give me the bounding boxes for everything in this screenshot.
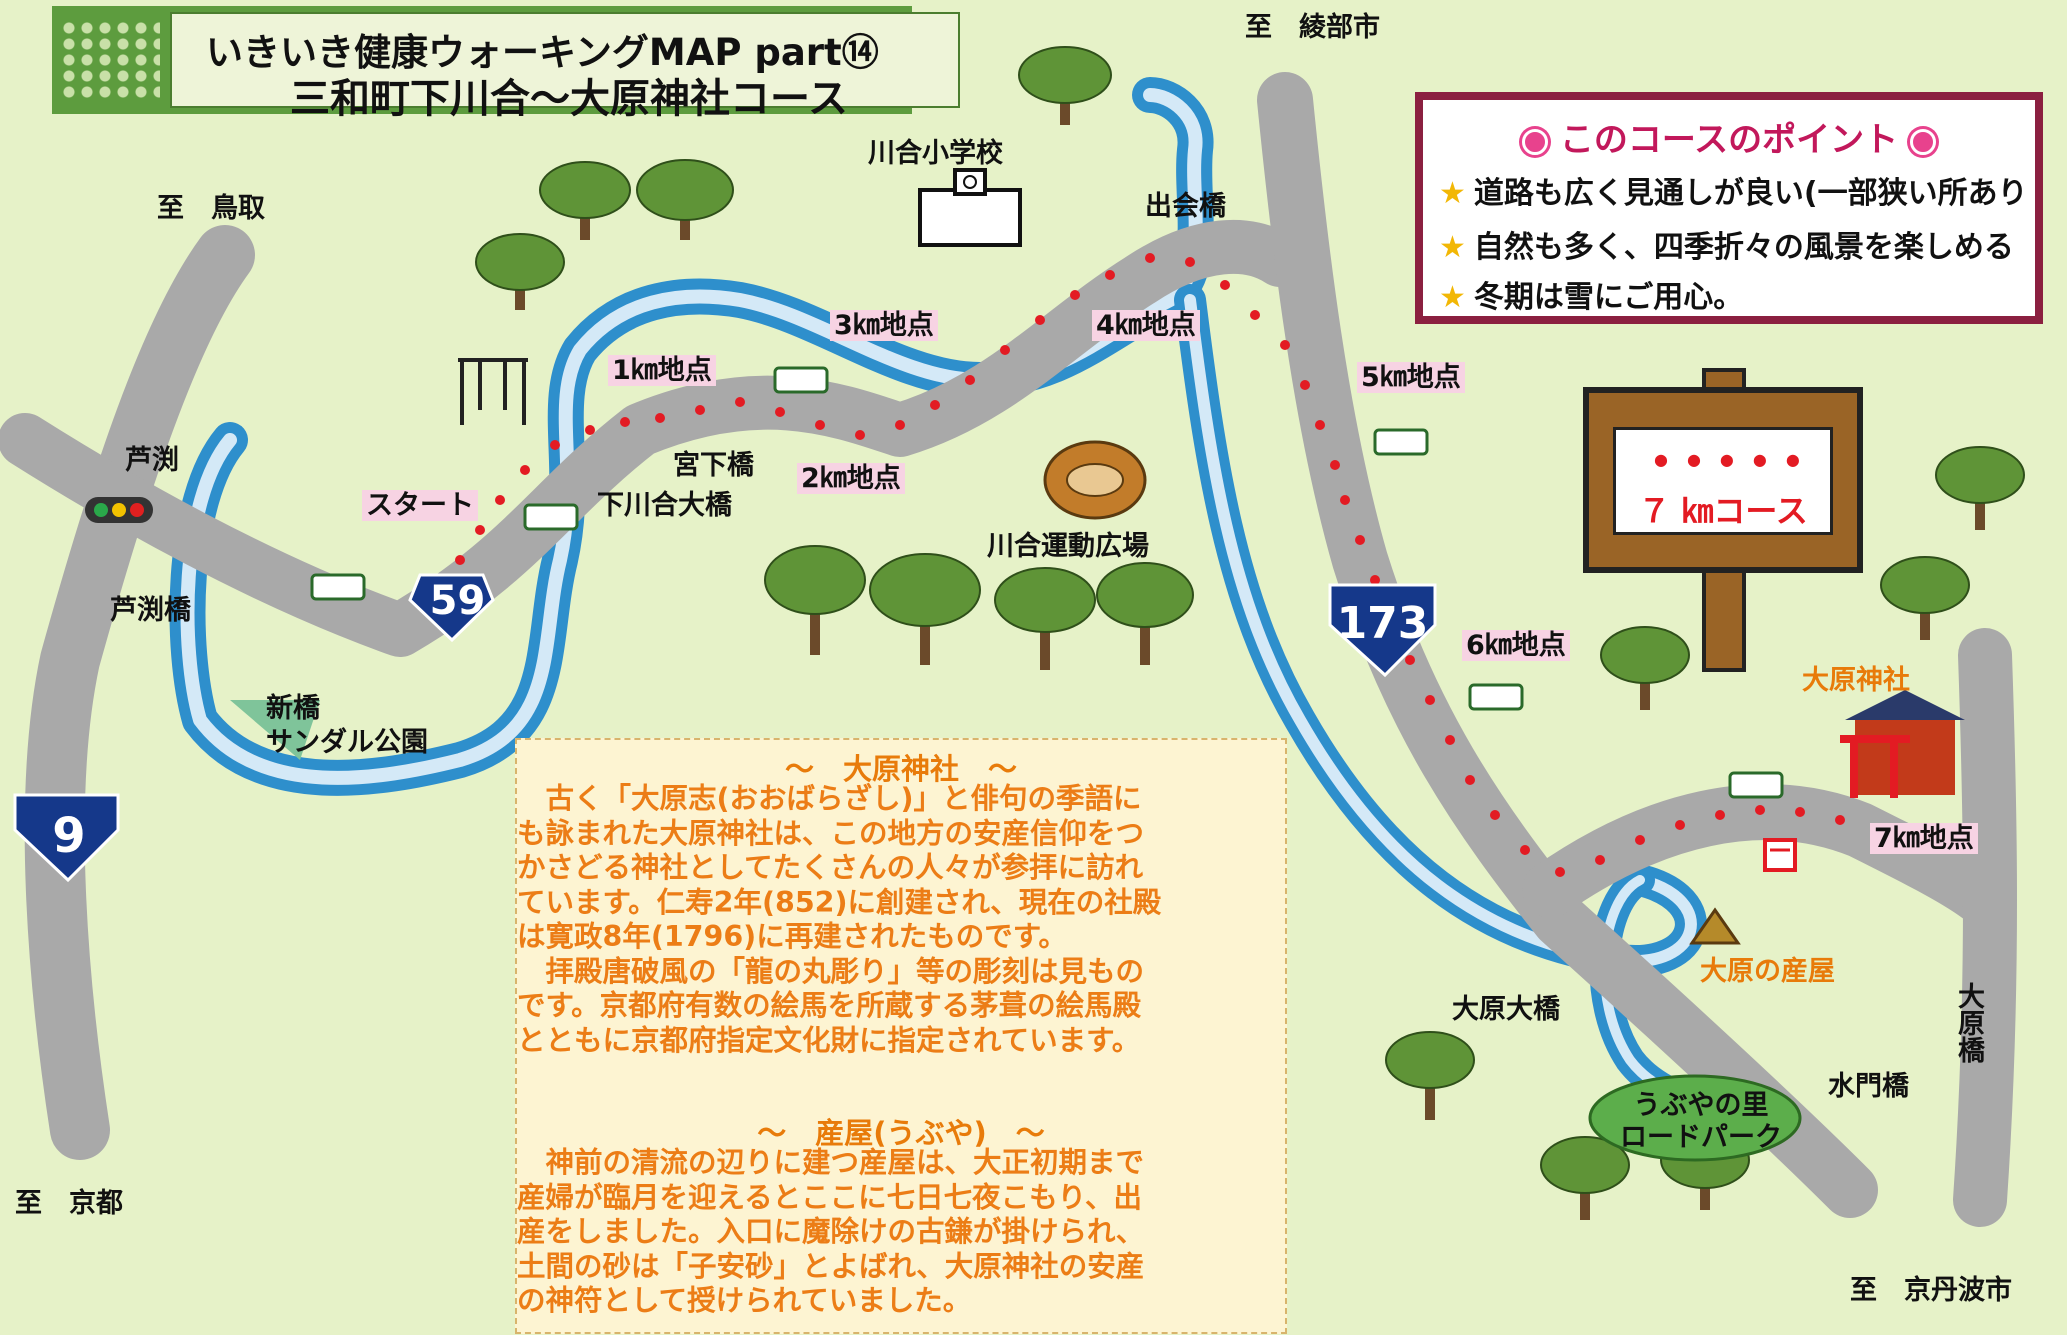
sign-dots: ●●●●●	[1654, 450, 1819, 469]
label-ground: 川合運動広場	[987, 531, 1149, 562]
info-heading-ubuya: ～ 産屋(うぶや) ～	[757, 1116, 1045, 1150]
label-school: 川合小学校	[868, 138, 1003, 169]
dest-tottori: 至 鳥取	[157, 193, 265, 224]
route-number-173: 173	[1336, 598, 1429, 649]
tree-icon	[636, 159, 734, 240]
label-deaibashi: 出会橋	[1145, 191, 1226, 222]
info-panel: ～ 大原神社 ～ 古く「大原志(おおばらざし)」と俳句の季語に も詠まれた大原神…	[515, 738, 1287, 1334]
course-point-item: ★道路も広く見通しが良い(一部狭い所あり	[1439, 176, 2028, 211]
river	[169, 77, 1775, 1135]
title-panel: いきいき健康ウォーキングMAP part⑭ 三和町下川合～大原神社コース	[170, 12, 960, 122]
tree-icon	[1096, 562, 1194, 665]
tree-icon	[1880, 556, 1970, 640]
label-miyashitabashi: 宮下橋	[673, 450, 754, 481]
school-icon	[918, 168, 1022, 247]
tree-icon	[1018, 46, 1112, 125]
course-point-item: ★冬期は雪にご用心。	[1439, 280, 1744, 315]
tree-icon	[1385, 1031, 1475, 1120]
dest-ayabe: 至 綾部市	[1245, 12, 1380, 43]
post-office-icon	[1763, 838, 1797, 872]
label-oharajinja: 大原神社	[1802, 665, 1910, 696]
title-dot-pattern	[60, 20, 160, 102]
km-marker-7: 7㎞地点	[1870, 823, 1978, 854]
ubuya-icon	[1689, 907, 1741, 945]
star-icon: ★	[1439, 280, 1466, 315]
km-marker-3: 3㎞地点	[830, 310, 938, 341]
course-point-item: ★自然も多く、四季折々の風景を楽しめる	[1439, 230, 2014, 265]
map-subtitle: 三和町下川合～大原神社コース	[290, 76, 848, 122]
tree-icon	[1540, 1136, 1630, 1220]
label-shinbashi: 新橋 サンダル公園	[266, 693, 428, 758]
km-marker-4: 4㎞地点	[1092, 310, 1200, 341]
km-marker-1: 1㎞地点	[608, 355, 716, 386]
route-number-59: 59	[429, 578, 486, 624]
label-ashifuchi: 芦渕	[125, 445, 179, 476]
km-marker-5: 5㎞地点	[1357, 362, 1465, 393]
info-heading-ohara: ～ 大原神社 ～	[784, 752, 1017, 786]
label-suimonbashi: 水門橋	[1828, 1071, 1909, 1102]
info-body-ohara: 古く「大原志(おおばらざし)」と俳句の季語に も詠まれた大原神社は、この地方の安…	[517, 782, 1162, 1057]
road-park-oval	[1588, 1074, 1802, 1162]
direction-arrow	[230, 700, 320, 760]
map-title: いきいき健康ウォーキングMAP part⑭	[206, 31, 879, 74]
course-points-title: このコースのポイント	[1423, 112, 2035, 161]
course-points-box: このコースのポイント ★道路も広く見通しが良い(一部狭い所あり ★自然も多く、四…	[1415, 92, 2043, 324]
pink-dot-icon	[1521, 128, 1548, 155]
route-number-9: 9	[52, 808, 86, 864]
sign-text: ７ ㎞コース	[1638, 492, 1808, 530]
stadium-icon	[1043, 440, 1147, 520]
roads	[0, 72, 2017, 1227]
title-banner: いきいき健康ウォーキングMAP part⑭ 三和町下川合～大原神社コース	[52, 6, 960, 122]
route-shield-9	[13, 793, 120, 883]
label-ubuya: 大原の産屋	[1700, 956, 1835, 987]
tree-icon	[1935, 446, 2025, 530]
label-ashifuchibashi: 芦渕橋	[110, 595, 191, 626]
label-oharaohashi: 大原大橋	[1452, 994, 1560, 1025]
pink-dot-icon	[1910, 128, 1937, 155]
km-marker-2: 2㎞地点	[797, 463, 905, 494]
star-icon: ★	[1439, 176, 1466, 211]
course-route-dots	[455, 253, 1880, 877]
tree-icon	[475, 233, 565, 310]
label-shimokawaiohashi: 下川合大橋	[597, 490, 732, 521]
info-body-ubuya: 神前の清流の辺りに建つ産屋は、大正初期まで 産婦が臨月を迎えるとここに七日七夜こ…	[517, 1146, 1145, 1317]
star-icon: ★	[1439, 230, 1466, 265]
label-roadpark: うぶやの里 ロードパーク	[1620, 1090, 1782, 1153]
tree-icon	[1600, 626, 1690, 710]
tree-icon	[994, 567, 1096, 670]
dest-kyotamba: 至 京丹波市	[1850, 1275, 2012, 1306]
km-marker-6: 6㎞地点	[1462, 630, 1570, 661]
tree-icon	[869, 553, 981, 665]
label-oharabashi: 大原橋	[1953, 982, 1984, 1063]
traffic-light-icon	[85, 497, 153, 523]
tree-icon	[764, 545, 866, 655]
playground-swing-icon	[458, 358, 528, 425]
label-start: スタート	[362, 490, 478, 521]
shrine-icon	[1840, 690, 1965, 798]
dest-kyoto: 至 京都	[15, 1188, 123, 1219]
course-distance-sign: ●●●●● ７ ㎞コース	[1583, 387, 1863, 573]
route-shield-59	[408, 573, 495, 643]
route-shield-173	[1328, 583, 1437, 678]
bus-stop-icons	[310, 366, 1784, 799]
sign-panel: ●●●●● ７ ㎞コース	[1613, 427, 1833, 535]
tree-icon	[539, 161, 631, 240]
